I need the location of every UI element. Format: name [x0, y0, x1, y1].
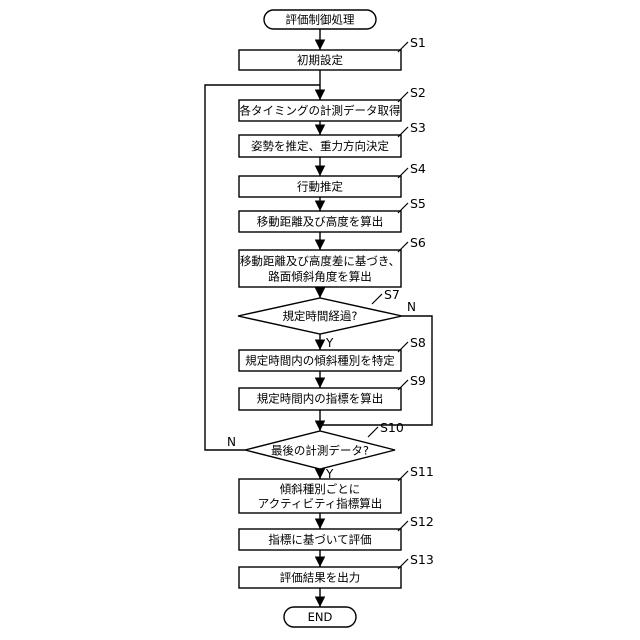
edge-s10-no-loop: [204, 84, 320, 451]
step-tag-tick-s2: [397, 91, 409, 103]
process-s4-label: 行動推定: [297, 180, 343, 194]
process-s5-shape: [238, 210, 402, 233]
node-s13: 評価結果を出力 S13: [238, 552, 434, 589]
step-tag-tick-s5: [397, 202, 409, 214]
step-tag-s1: S1: [410, 35, 426, 50]
process-s1-shape: [238, 49, 402, 71]
decision-s7-label: 規定時間経過?: [282, 309, 357, 323]
process-s6-shape: [238, 249, 402, 288]
step-tag-s8: S8: [410, 335, 426, 350]
process-s3-shape: [238, 134, 402, 158]
node-s8: 規定時間内の傾斜種別を特定 S8: [238, 335, 426, 372]
process-s8-shape: [238, 349, 402, 372]
process-s2-shape: [238, 99, 402, 122]
node-start: 評価制御処理: [263, 9, 377, 30]
process-s9-label: 規定時間内の指標を算出: [257, 392, 384, 406]
step-tag-tick-s13: [397, 558, 409, 570]
step-tag-s13: S13: [410, 552, 434, 567]
step-tag-s9: S9: [410, 373, 426, 388]
step-tag-s5: S5: [410, 196, 426, 211]
process-s12-label: 指標に基づいて評価: [268, 533, 371, 547]
decision-s10-label: 最後の計測データ?: [271, 444, 369, 458]
branch-label-s10-yes: Y: [325, 467, 334, 481]
step-tag-s11: S11: [410, 464, 434, 479]
step-tag-tick-s8: [397, 341, 409, 353]
node-s1: 初期設定 S1: [238, 35, 426, 71]
node-s3: 姿勢を推定、重力方向決定 S3: [238, 120, 426, 158]
decision-s7-shape: [237, 297, 403, 335]
step-tag-s12: S12: [410, 514, 434, 529]
node-s6: 移動距離及び高度差に基づき、 路面傾斜角度を算出 S6: [238, 235, 426, 288]
node-end: END: [283, 606, 357, 628]
branch-label-s10-no: N: [227, 435, 236, 449]
step-tag-tick-s6: [397, 241, 409, 253]
step-tag-tick-s7: [371, 293, 383, 305]
process-s6-label-line2: 路面傾斜角度を算出: [268, 270, 372, 284]
process-s13-shape: [238, 566, 402, 589]
node-s7: 規定時間経過? S7: [237, 287, 403, 335]
process-s5-label: 移動距離及び高度を算出: [257, 215, 384, 229]
process-s8-label: 規定時間内の傾斜種別を特定: [245, 354, 395, 368]
process-s1-label: 初期設定: [297, 53, 343, 67]
step-tag-s4: S4: [410, 161, 426, 176]
step-tag-s6: S6: [410, 235, 426, 250]
edges: [204, 29, 433, 607]
start-terminal-label: 評価制御処理: [286, 13, 355, 27]
node-s4: 行動推定 S4: [238, 161, 426, 198]
branch-label-s7-yes: Y: [325, 336, 334, 350]
node-s12: 指標に基づいて評価 S12: [238, 514, 434, 551]
step-tag-tick-s4: [397, 167, 409, 179]
step-tag-s2: S2: [410, 85, 426, 100]
node-s10: 最後の計測データ? S10: [244, 420, 404, 470]
step-tag-tick-s9: [397, 379, 409, 391]
end-terminal-label: END: [308, 610, 333, 624]
process-s11-label-line2: アクティビティ指標算出: [258, 497, 383, 511]
step-tag-tick-s11: [397, 470, 409, 482]
process-s11-label-line1: 傾斜種別ごとに: [280, 482, 361, 496]
process-s6-label-line1: 移動距離及び高度差に基づき、: [240, 254, 400, 268]
process-s11-shape: [238, 478, 402, 514]
process-s12-shape: [238, 528, 402, 551]
step-tag-tick-s10: [367, 426, 379, 438]
node-s11: 傾斜種別ごとに アクティビティ指標算出 S11: [238, 464, 434, 514]
process-s2-label: 各タイミングの計測データ取得: [240, 104, 401, 118]
step-tag-s3: S3: [410, 120, 426, 135]
node-s5: 移動距離及び高度を算出 S5: [238, 196, 426, 233]
step-tag-tick-s12: [397, 520, 409, 532]
end-terminal-shape: [283, 606, 357, 628]
process-s9-shape: [238, 387, 402, 411]
branch-label-s7-no: N: [407, 300, 416, 314]
node-s9: 規定時間内の指標を算出 S9: [238, 373, 426, 411]
node-s2: 各タイミングの計測データ取得 S2: [238, 85, 426, 122]
process-s13-label: 評価結果を出力: [280, 571, 361, 585]
step-tag-tick-s1: [397, 41, 409, 53]
step-tag-s7: S7: [384, 287, 400, 302]
decision-s10-shape: [244, 430, 396, 470]
step-tag-s10: S10: [380, 420, 404, 435]
edge-s7-no-loop: [320, 315, 433, 426]
step-tag-tick-s3: [397, 126, 409, 138]
process-s3-label: 姿勢を推定、重力方向決定: [251, 139, 389, 153]
start-terminal-shape: [263, 9, 377, 30]
process-s4-shape: [238, 175, 402, 198]
